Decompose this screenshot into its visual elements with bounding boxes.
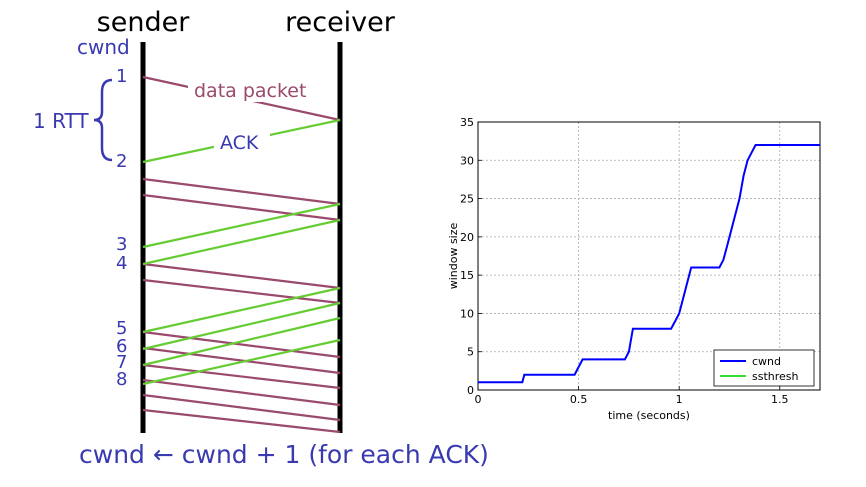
ack-line [142,301,341,351]
rtt-label: 1 RTT [33,109,89,133]
y-tick-label: 0 [467,384,474,397]
cwnd-value-label: 5 [116,318,127,339]
legend-label-cwnd: cwnd [752,355,781,368]
ack-label: ACK [220,132,259,154]
data-packet-line [142,363,341,390]
data-packet-line [142,408,341,434]
data-packet-line [142,262,341,290]
receiver-label: receiver [285,7,396,38]
legend-box [713,349,815,387]
sender-label: sender [97,7,191,38]
y-tick-label: 20 [460,231,474,244]
y-tick-label: 35 [460,116,474,129]
x-axis-label: time (seconds) [608,409,690,422]
ack-line [142,218,341,266]
data-packet-line [142,346,341,375]
x-tick-label: 0.5 [570,393,588,406]
plot-frame [477,121,821,391]
ack-label-bg [214,128,270,154]
ack-line [142,286,341,334]
data-packet-line [142,278,341,305]
y-tick-label: 15 [460,269,474,282]
formula-text: cwnd ← cwnd + 1 (for each ACK) [79,440,489,469]
cwnd-value-label: 4 [116,253,127,274]
y-tick-label: 25 [460,193,474,206]
cwnd-label: cwnd [77,35,130,59]
legend: cwnd ssthresh [713,349,815,387]
x-tick-label: 1 [676,393,683,406]
ack-line [142,316,341,367]
cwnd-value-label: 6 [116,336,127,357]
data-packet-line [142,378,341,407]
ack-line [142,338,341,386]
cwnd-value-label: 3 [116,234,127,255]
cwnd-value-label: 7 [116,352,127,373]
cwnd-chart: 0 0.5 1 1.5 0 5 10 15 20 25 30 35 time (seconds) wind… [447,116,821,422]
y-tick-label: 5 [467,346,474,359]
y-tick-label: 10 [460,307,474,320]
data-packet-line [142,193,341,222]
data-packet-label-bg [188,76,308,102]
cwnd-value-label: 8 [116,369,127,390]
ack-line [142,202,341,249]
data-packet-line [142,177,341,206]
data-packet-line [142,330,341,359]
series-line-cwnd [478,144,820,384]
y-axis-label: window size [447,222,460,289]
data-packet-label: data packet [194,80,306,102]
data-packet-line [142,393,341,422]
y-tick-label: 30 [460,154,474,167]
rtt-brace [93,78,113,162]
plot-area [478,122,820,390]
legend-label-ssthresh: ssthresh [752,370,799,383]
cwnd-value-label: 2 [116,151,127,172]
x-tick-label: 0 [475,393,482,406]
cwnd-value-label: 1 [116,66,127,87]
x-tick-label: 1.5 [771,393,789,406]
